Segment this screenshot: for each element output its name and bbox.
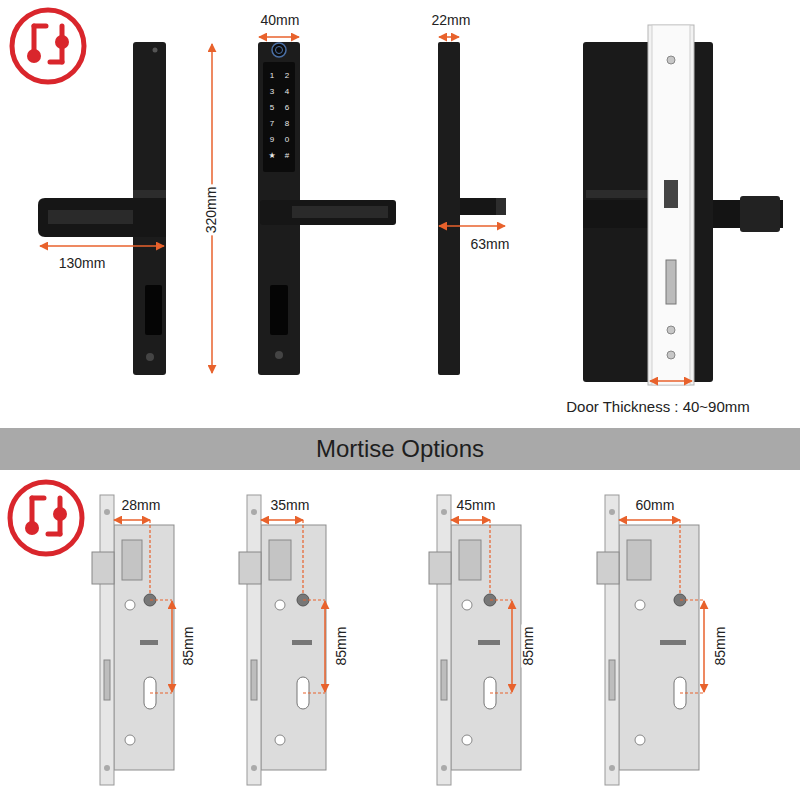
dimension-line bbox=[650, 380, 692, 382]
dimension-line bbox=[259, 36, 299, 38]
mortise-body bbox=[597, 495, 699, 785]
keypad-digit: 6 bbox=[285, 104, 289, 113]
keypad-digit: # bbox=[285, 152, 289, 161]
dimension-label: 85mm bbox=[713, 625, 728, 668]
lock-keypad-view bbox=[258, 42, 396, 375]
section-band: Mortise Options bbox=[0, 428, 800, 470]
keypad-digit: 5 bbox=[270, 104, 274, 113]
keypad-digit: 7 bbox=[270, 120, 274, 129]
keypad-digit: 1 bbox=[270, 72, 274, 81]
lock-back-view bbox=[583, 25, 783, 385]
lock-side-view bbox=[438, 42, 506, 375]
dimension-label: 22mm bbox=[430, 13, 473, 28]
dimension-label: 85mm bbox=[521, 625, 536, 668]
brand-logo bbox=[12, 10, 84, 82]
dimension-line bbox=[40, 245, 164, 247]
mortise-body bbox=[239, 495, 326, 785]
mortise-body bbox=[92, 495, 174, 785]
dimension-label: Door Thickness : 40~90mm bbox=[564, 399, 752, 416]
mortise-body bbox=[429, 495, 521, 785]
keypad-digit: ★ bbox=[268, 152, 275, 161]
keypad-digit: 9 bbox=[270, 136, 274, 145]
dimension-label: 130mm bbox=[57, 256, 108, 271]
dimension-line bbox=[439, 36, 459, 38]
dimension-label: 28mm bbox=[120, 498, 163, 513]
keypad-digit: 2 bbox=[285, 72, 289, 81]
lock-front-view bbox=[38, 42, 166, 375]
dimension-label: 60mm bbox=[634, 498, 677, 513]
keypad-digit: 8 bbox=[285, 120, 289, 129]
dimension-line bbox=[439, 225, 505, 227]
section-band-ground bbox=[0, 428, 800, 470]
keypad-digit: 4 bbox=[285, 88, 289, 97]
brand-logo bbox=[10, 482, 82, 554]
dimension-label: 85mm bbox=[334, 625, 349, 668]
dimension-label: 63mm bbox=[469, 237, 512, 252]
keypad-digit: 3 bbox=[270, 88, 274, 97]
dimension-label: 35mm bbox=[269, 498, 312, 513]
section-title: Mortise Options bbox=[316, 435, 484, 463]
dimension-label: 320mm bbox=[204, 185, 219, 236]
dimension-label: 40mm bbox=[259, 13, 302, 28]
dimension-label: 85mm bbox=[181, 625, 196, 668]
dimension-label: 45mm bbox=[455, 498, 498, 513]
keypad-digit: 0 bbox=[285, 136, 289, 145]
